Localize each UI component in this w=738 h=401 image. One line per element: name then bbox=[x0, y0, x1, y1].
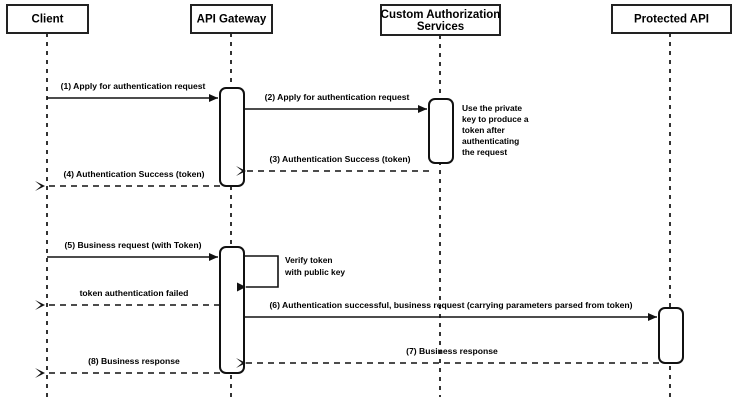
message-label: (1) Apply for authentication request bbox=[61, 81, 206, 91]
message-label: (4) Authentication Success (token) bbox=[63, 169, 204, 179]
message-8-api-gateway-to-client[interactable]: (8) Business response bbox=[35, 356, 220, 378]
participant-label2-custom-authorization-services: Services bbox=[417, 21, 464, 33]
message-7-protected-api-to-api-gateway[interactable]: (7) Business response bbox=[236, 346, 659, 368]
note-line: token after bbox=[462, 125, 506, 135]
messages-layer: (1) Apply for authentication request (2) … bbox=[35, 81, 659, 378]
note-line: authenticating bbox=[462, 136, 519, 146]
self-message-layer: Verify token with public key bbox=[237, 255, 345, 292]
message-label: (8) Business response bbox=[88, 356, 180, 366]
note-line: the request bbox=[462, 147, 507, 157]
message-label: (2) Apply for authentication request bbox=[265, 92, 410, 102]
participant-box-client[interactable] bbox=[6, 4, 89, 34]
participant-header-api-gateway[interactable]: API Gateway bbox=[190, 4, 273, 34]
message-3-custom-authorization-services-to-api-gateway[interactable]: (3) Authentication Success (token) bbox=[236, 154, 429, 176]
participant-label-api-gateway: API Gateway bbox=[197, 14, 267, 26]
activations-layer bbox=[219, 87, 684, 374]
message-failed-api-gateway-to-client[interactable]: token authentication failed bbox=[35, 288, 220, 310]
participant-box-protected-api[interactable] bbox=[611, 4, 732, 34]
activation-bar-act-protected-api bbox=[658, 307, 684, 364]
message-label: (7) Business response bbox=[406, 346, 498, 356]
participant-label-protected-api: Protected API bbox=[634, 14, 709, 26]
self-message-loop bbox=[237, 255, 279, 292]
message-label: token authentication failed bbox=[80, 288, 189, 298]
message-label: (5) Business request (with Token) bbox=[65, 240, 202, 250]
message-2-api-gateway-to-custom-authorization-services[interactable]: (2) Apply for authentication request bbox=[244, 92, 427, 113]
message-label: (6) Authentication successful, business … bbox=[269, 300, 632, 310]
participant-header-protected-api[interactable]: Protected API bbox=[611, 4, 732, 34]
activation-bar-act-gateway-business bbox=[219, 246, 245, 374]
message-label: (3) Authentication Success (token) bbox=[269, 154, 410, 164]
participant-headers-layer: Client API Gateway Custom AuthorizationSer… bbox=[6, 4, 732, 36]
note-line: key to produce a bbox=[462, 114, 529, 124]
self-message-label-line: with public key bbox=[284, 267, 345, 277]
message-5-client-to-api-gateway[interactable]: (5) Business request (with Token) bbox=[47, 240, 218, 261]
participant-label-client: Client bbox=[32, 14, 64, 26]
message-6-api-gateway-to-protected-api[interactable]: (6) Authentication successful, business … bbox=[244, 300, 657, 321]
participant-header-client[interactable]: Client bbox=[6, 4, 89, 34]
self-message-label-line: Verify token bbox=[285, 255, 332, 265]
note-line: Use the private bbox=[462, 103, 522, 113]
participant-box-api-gateway[interactable] bbox=[190, 4, 273, 34]
self-message-verify-token[interactable]: Verify token with public key bbox=[237, 255, 345, 292]
participant-label-custom-authorization-services: Custom Authorization bbox=[381, 9, 501, 21]
activation-bar-act-authsvc bbox=[428, 98, 454, 164]
lifelines-layer bbox=[46, 33, 671, 397]
message-1-client-to-api-gateway[interactable]: (1) Apply for authentication request bbox=[47, 81, 218, 102]
activation-bar-act-gateway-auth bbox=[219, 87, 245, 187]
participant-box-custom-authorization-services[interactable] bbox=[380, 4, 501, 36]
message-4-api-gateway-to-client[interactable]: (4) Authentication Success (token) bbox=[35, 169, 220, 191]
